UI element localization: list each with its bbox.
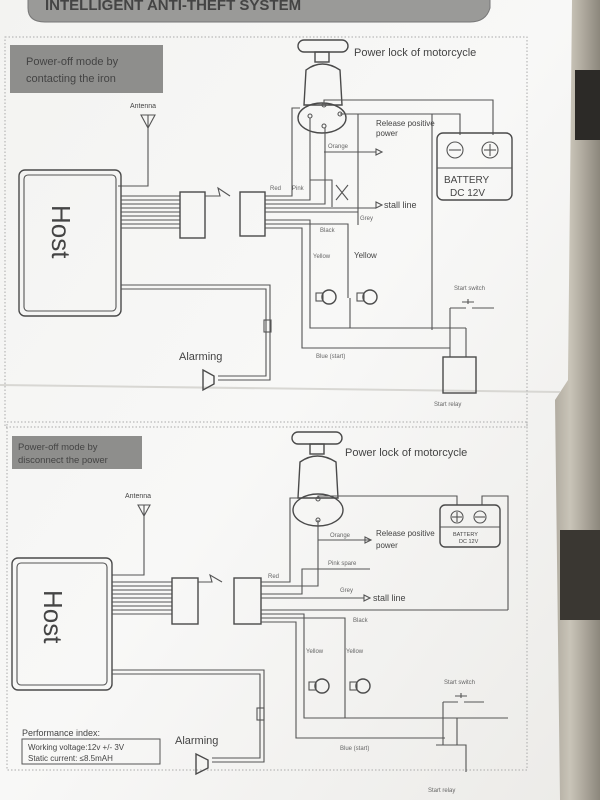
wire-label-blue: Blue (start)	[316, 354, 345, 360]
mode-label: disconnect the power	[18, 455, 108, 466]
wire-label-pink: Pink	[292, 186, 305, 192]
stall-line-label: stall line	[373, 593, 406, 603]
start-relay-label: Start relay	[428, 788, 455, 794]
wire-label-black: Black	[320, 228, 336, 234]
performance-title: Performance index:	[22, 728, 100, 738]
connector-female	[239, 191, 266, 237]
connector-female	[233, 577, 262, 625]
release-label: power	[376, 541, 398, 550]
bulb-icon	[315, 289, 337, 305]
wire-label-red: Red	[270, 186, 281, 192]
arrow-icon	[375, 148, 384, 156]
arrow-icon	[375, 201, 384, 209]
stall-line-label: stall line	[384, 200, 417, 210]
antenna-label: Antenna	[125, 493, 151, 500]
wire-label-pink: Pink spare	[328, 561, 357, 567]
mode-label-box	[12, 436, 142, 469]
wire-label-grey: Grey	[360, 216, 373, 222]
wire-label-yellow: Yellow	[306, 649, 324, 655]
wire-label-red: Red	[268, 574, 279, 580]
bulb-icon	[349, 678, 371, 694]
release-label: power	[376, 129, 398, 138]
release-label: Release positive	[376, 529, 435, 538]
mode-label: Power-off mode by	[18, 442, 98, 453]
horn-icon	[202, 368, 215, 392]
performance-index: Performance index: Working voltage:12v +…	[21, 728, 161, 765]
host-unit	[18, 169, 122, 317]
mode-label-box	[10, 45, 163, 93]
antenna-icon	[118, 114, 156, 187]
wire-label-blue: Blue (start)	[340, 746, 369, 752]
host-unit	[11, 557, 113, 691]
bulb-icon	[356, 289, 378, 305]
bulb-icon	[308, 678, 330, 694]
header-title: INTELLIGENT ANTI-THEFT SYSTEM	[45, 0, 301, 14]
battery-label: DC 12V	[459, 539, 479, 545]
arrow-icon	[363, 594, 372, 602]
battery-label: BATTERY	[444, 175, 490, 186]
start-relay-box	[442, 356, 477, 394]
static-current: Static current: ≤8.5mAH	[28, 754, 113, 763]
battery-icon	[439, 504, 501, 548]
antenna-icon	[112, 504, 151, 576]
antenna-label: Antenna	[130, 103, 156, 110]
alarming-label: Alarming	[175, 735, 218, 747]
start-switch-label: Start switch	[444, 680, 475, 686]
release-label: Release positive	[376, 119, 435, 128]
mode-label: Power-off mode by	[26, 56, 119, 68]
connector-male	[179, 191, 206, 239]
switch-icon	[449, 299, 494, 357]
power-lock-label: Power lock of motorcycle	[354, 47, 476, 59]
power-lock-label: Power lock of motorcycle	[345, 447, 467, 459]
battery-label: DC 12V	[450, 188, 485, 199]
wire-label-orange: Orange	[328, 144, 349, 150]
header-banner: INTELLIGENT ANTI-THEFT SYSTEM	[27, 0, 491, 23]
scissors-icon	[335, 184, 349, 201]
working-voltage: Working voltage:12v +/- 3V	[28, 743, 125, 752]
diagram-contacting-iron: Power-off mode by contacting the iron An…	[4, 36, 528, 428]
mode-label: contacting the iron	[26, 73, 116, 85]
arrow-icon	[364, 536, 373, 544]
paper-sheet	[0, 0, 572, 800]
wire-label-orange: Orange	[330, 533, 351, 539]
switch-icon	[442, 693, 484, 745]
diagram-disconnect-power: Power-off mode by disconnect the power A…	[6, 421, 528, 794]
power-lock-icon	[297, 39, 349, 134]
power-lock-icon	[291, 431, 344, 527]
host-label: Host	[46, 205, 76, 259]
wire-label-yellow: Yellow	[354, 251, 377, 260]
wire-label-yellow: Yellow	[313, 254, 331, 260]
host-label: Host	[38, 590, 68, 644]
start-relay-box	[436, 744, 467, 772]
battery-label: BATTERY	[453, 532, 478, 538]
wire-label-black: Black	[353, 618, 369, 624]
battery-icon	[436, 132, 513, 201]
start-relay-label: Start relay	[434, 402, 461, 408]
wire-label-yellow: Yellow	[346, 649, 364, 655]
alarming-label: Alarming	[179, 351, 222, 363]
wire-label-grey: Grey	[340, 588, 353, 594]
start-switch-label: Start switch	[454, 286, 485, 292]
connector-male	[171, 577, 199, 625]
horn-icon	[195, 752, 209, 776]
